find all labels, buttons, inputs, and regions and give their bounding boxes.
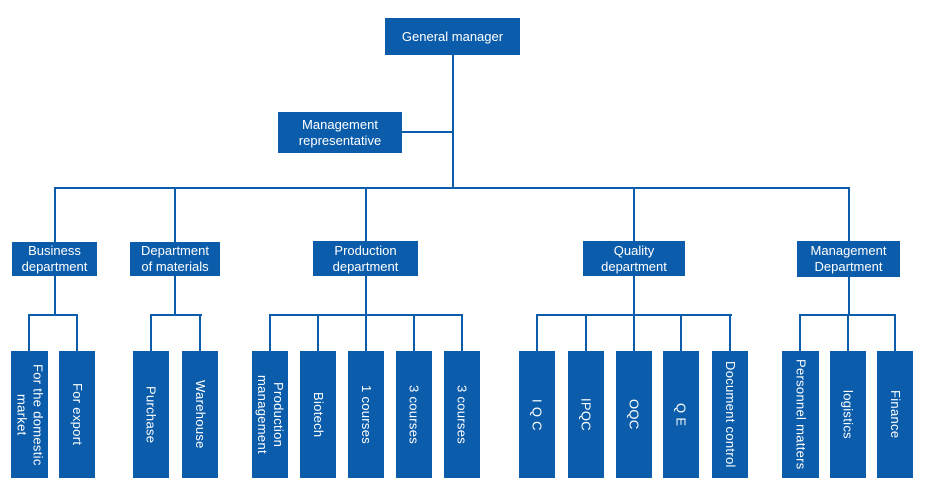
node-label: Production management (255, 375, 286, 454)
connector-line (894, 314, 896, 352)
node-label: 3 courses (406, 384, 422, 445)
node-label: 3 courses (454, 384, 470, 445)
connector-line (364, 275, 367, 316)
node-label: General manager (401, 28, 504, 44)
node-department-of-materials: Department of materials (130, 242, 220, 276)
node-production-management: Production management (252, 351, 288, 478)
node-purchase: Purchase (132, 351, 169, 478)
connector-line (174, 275, 176, 316)
node-oqc: OQC (615, 351, 652, 478)
node-label: Document control (723, 361, 738, 468)
connector-line (28, 314, 30, 352)
node-biotech: Biotech (300, 351, 336, 478)
node-warehouse: Warehouse (182, 351, 218, 478)
connector-line (364, 187, 367, 243)
connector-line (729, 314, 731, 352)
node-label: Department of materials (141, 243, 209, 274)
connector-line (633, 275, 635, 316)
node-label: Management representative (298, 116, 382, 148)
node-label: logistics (840, 390, 856, 439)
node-label: Biotech (311, 391, 326, 438)
connector-line (633, 187, 635, 243)
node-management-representative: Management representative (278, 112, 402, 153)
connector-line (847, 275, 850, 316)
connector-line (401, 131, 453, 133)
node-finance: Finance (877, 351, 913, 478)
node-3-courses-b: 3 courses (443, 351, 480, 478)
node-label: Finance (888, 390, 903, 439)
connector-line (149, 314, 202, 316)
node-label: Production department (332, 242, 399, 274)
node-label: Personnel matters (793, 359, 809, 470)
connector-line (535, 314, 538, 352)
node-ipqc: IPQC (567, 351, 604, 478)
node-label: IPQC (578, 398, 594, 431)
node-3-courses-a: 3 courses (395, 351, 432, 478)
node-logistics: logistics (829, 351, 866, 478)
node-label: Q E (673, 402, 689, 427)
connector-line (53, 187, 56, 243)
connector-line (365, 314, 367, 352)
connector-line (199, 314, 201, 352)
connector-line (269, 314, 271, 352)
node-label: 1 courses (359, 384, 374, 445)
node-label: Purchase (143, 385, 159, 444)
node-general-manager: General manager (385, 18, 520, 55)
connector-line (76, 314, 78, 352)
node-label: I Q C (529, 398, 545, 431)
connector-line (847, 187, 850, 243)
node-label: Quality department (601, 242, 667, 274)
connector-line (679, 314, 682, 352)
connector-line (584, 314, 587, 352)
node-label: OQC (626, 399, 642, 430)
node-for-export: For export (59, 351, 95, 478)
connector-line (174, 187, 176, 243)
node-iqc: I Q C (518, 351, 555, 478)
connector-line (149, 314, 152, 352)
node-document-control: Document control (712, 351, 748, 478)
node-qe: Q E (662, 351, 699, 478)
node-personnel-matters: Personnel matters (782, 351, 819, 478)
node-label: For export (70, 383, 85, 446)
node-production-department: Production department (313, 241, 418, 276)
node-quality-department: Quality department (583, 241, 685, 276)
node-business-department: Business department (12, 242, 97, 276)
connector-line (28, 314, 78, 316)
node-label: Warehouse (193, 380, 208, 449)
connector-line (451, 54, 454, 189)
connector-line (53, 187, 850, 189)
node-management-department: Management Department (797, 241, 900, 277)
connector-line (412, 314, 415, 352)
connector-line (53, 275, 56, 316)
node-label: For the domestic market (14, 363, 46, 466)
node-label: Business department (21, 243, 88, 274)
node-1-courses: 1 courses (348, 351, 384, 478)
connector-line (632, 314, 635, 352)
node-label: Management Department (810, 243, 887, 274)
connector-line (460, 314, 463, 352)
connector-line (846, 314, 849, 352)
node-for-the-domestic-market: For the domestic market (11, 351, 48, 478)
connector-line (317, 314, 319, 352)
connector-line (799, 314, 801, 352)
